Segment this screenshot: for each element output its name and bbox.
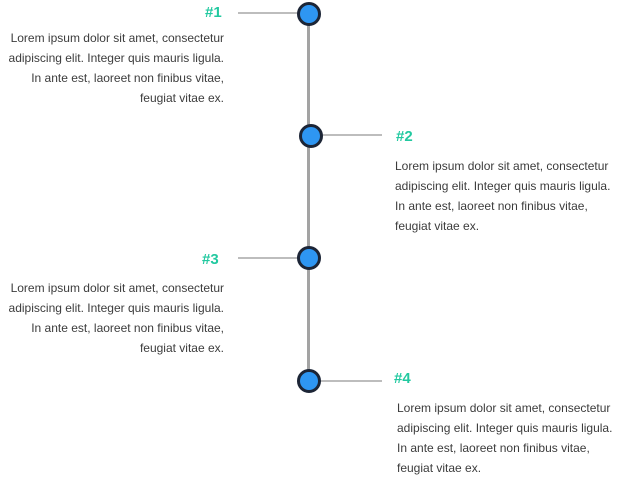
timeline-node-2 <box>299 124 323 148</box>
step-label-4: #4 <box>394 370 411 387</box>
step-description-4: Lorem ipsum dolor sit amet, consectetur … <box>397 401 613 475</box>
timeline-spine <box>307 14 310 381</box>
connector-3 <box>238 257 308 259</box>
connector-2 <box>310 134 382 136</box>
timeline-node-4 <box>297 369 321 393</box>
step-label-1: #1 <box>205 4 222 21</box>
step-label-2: #2 <box>396 128 413 145</box>
timeline-node-3 <box>297 246 321 270</box>
connector-1 <box>238 12 308 14</box>
step-description-3: Lorem ipsum dolor sit amet, consectetur … <box>8 281 224 355</box>
step-description-2: Lorem ipsum dolor sit amet, consectetur … <box>395 159 611 233</box>
timeline-node-1 <box>297 2 321 26</box>
step-label-3: #3 <box>202 251 219 268</box>
connector-4 <box>310 380 382 382</box>
step-description-1: Lorem ipsum dolor sit amet, consectetur … <box>8 31 224 105</box>
